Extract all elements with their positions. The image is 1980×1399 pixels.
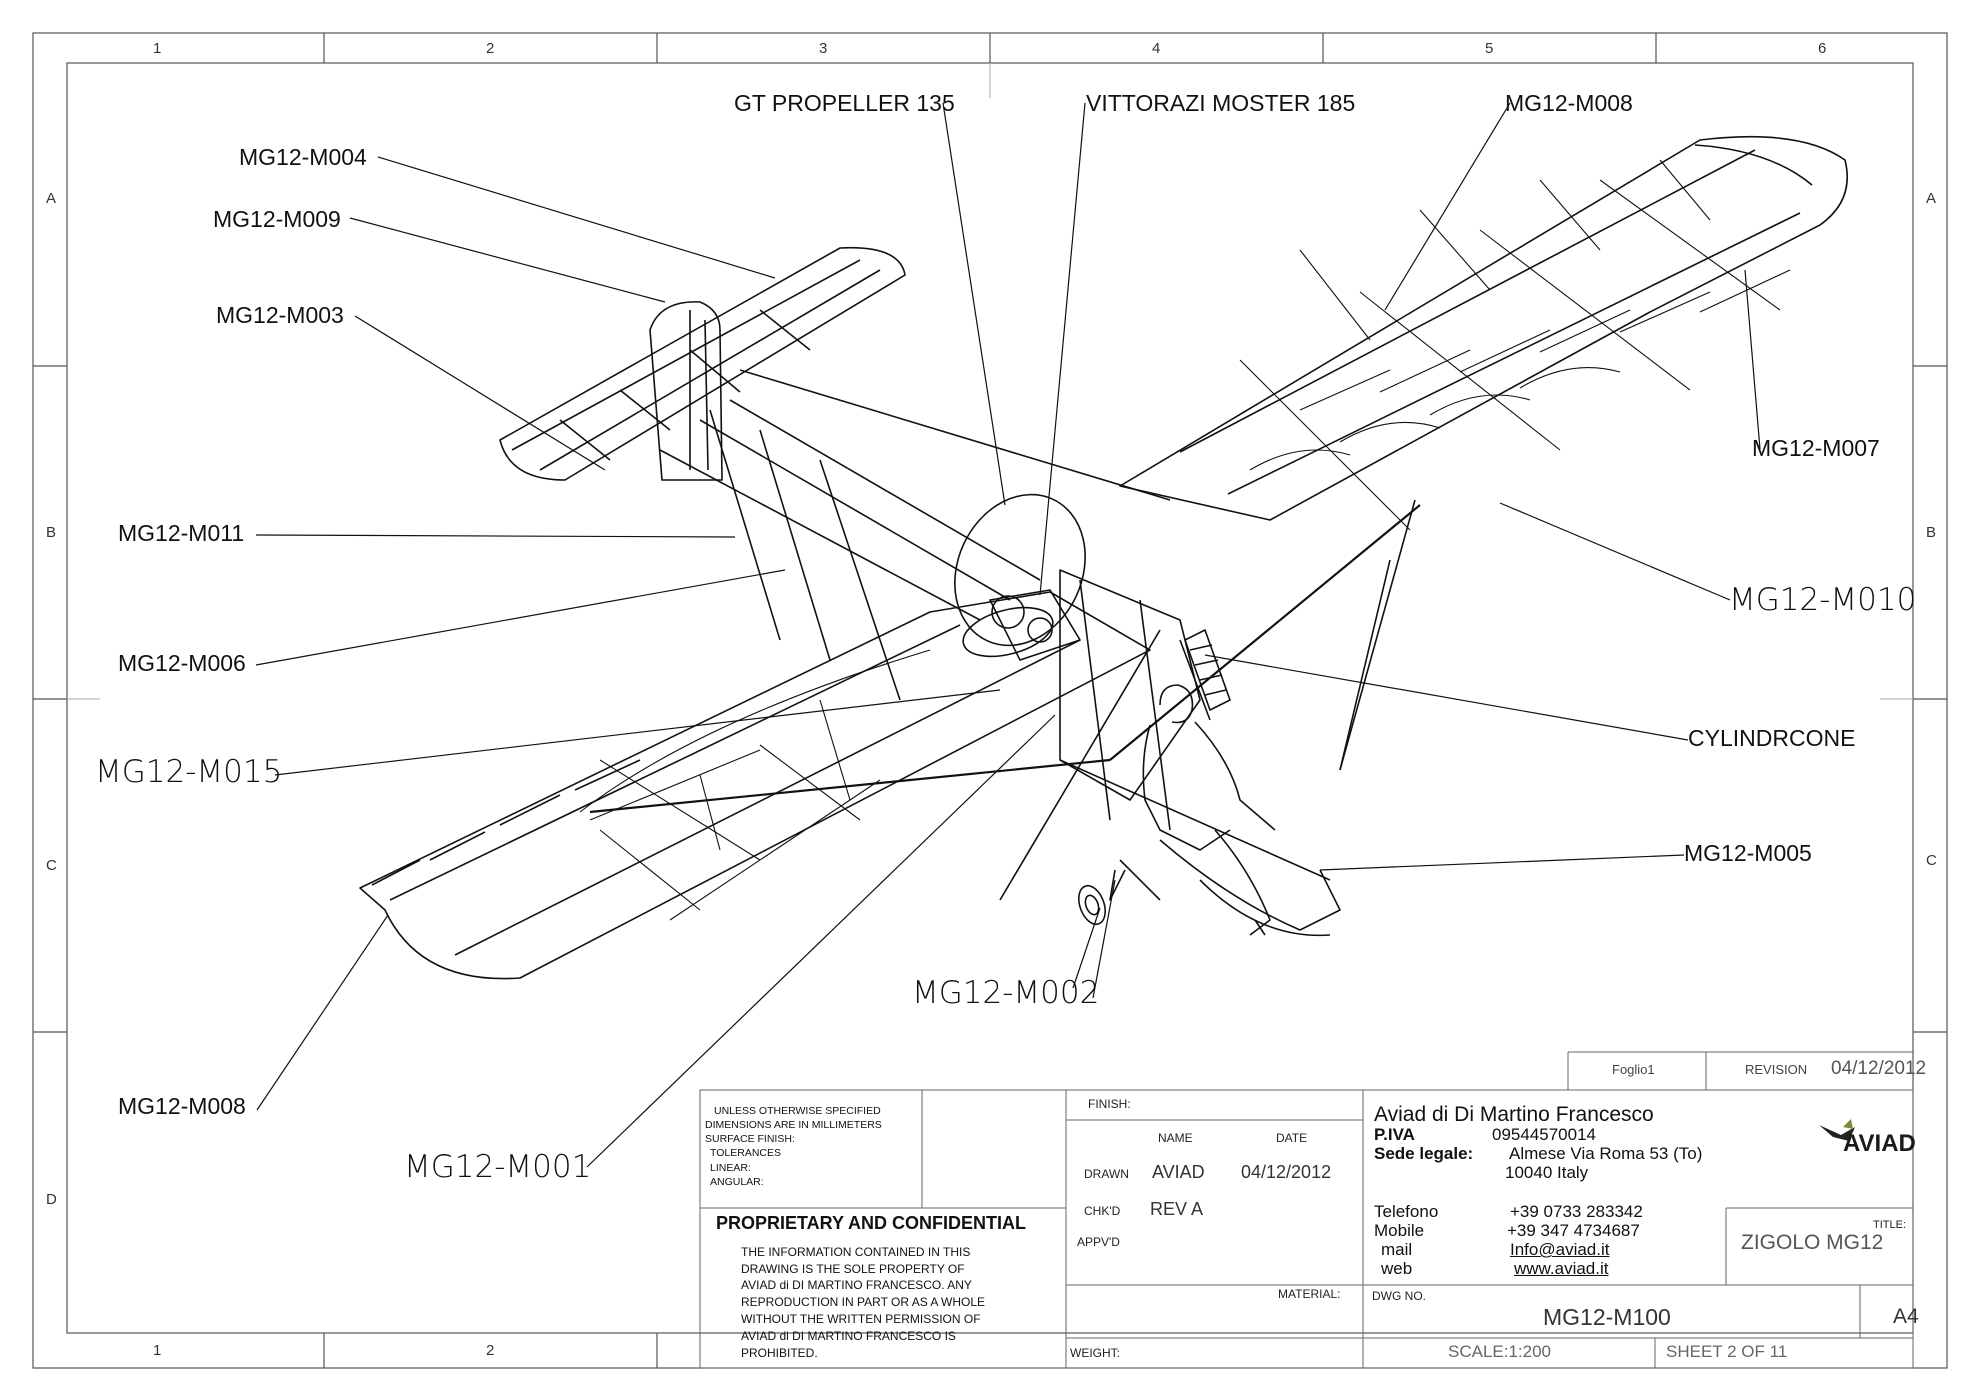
callout-vittorazi-moster: VITTORAZI MOSTER 185 <box>1086 90 1356 116</box>
sheet-name: Foglio1 <box>1612 1062 1655 1077</box>
proprietary-line-7: PROHIBITED. <box>741 1346 818 1360</box>
zone-label-bottom-2: 2 <box>486 1342 495 1359</box>
zone-label-top-3: 3 <box>819 40 828 57</box>
zone-label-bottom-1: 1 <box>153 1342 162 1359</box>
zone-label-right-a: A <box>1926 190 1937 207</box>
callout-mg12-m011: MG12-M011 <box>118 520 245 546</box>
aviad-logo: AVIAD <box>1815 1115 1930 1157</box>
date-column-label: DATE <box>1276 1131 1308 1145</box>
telefono-value: +39 0733 283342 <box>1510 1202 1643 1221</box>
callout-mg12-m010: MG12-M010 <box>1729 582 1917 618</box>
zone-label-right-c: C <box>1926 852 1937 869</box>
spec-note-2: DIMENSIONS ARE IN MILLIMETERS <box>705 1119 882 1131</box>
sede-label: Sede legale: <box>1374 1144 1474 1163</box>
proprietary-line-2: DRAWING IS THE SOLE PROPERTY OF <box>741 1262 965 1276</box>
proprietary-line-1: THE INFORMATION CONTAINED IN THIS <box>741 1245 971 1259</box>
revision-label: REVISION <box>1745 1062 1808 1077</box>
sede-line-1: Almese Via Roma 53 (To) <box>1509 1144 1703 1163</box>
callout-mg12-m009: MG12-M009 <box>213 206 341 232</box>
paper-size: A4 <box>1893 1305 1919 1328</box>
zone-label-top-2: 2 <box>486 40 495 57</box>
callout-mg12-m001: MG12-M001 <box>404 1149 592 1185</box>
spec-note-1: UNLESS OTHERWISE SPECIFIED <box>714 1105 881 1117</box>
proprietary-title: PROPRIETARY AND CONFIDENTIAL <box>716 1213 1027 1233</box>
spec-note-4: TOLERANCES <box>710 1147 781 1159</box>
scale: SCALE:1:200 <box>1448 1342 1552 1361</box>
spec-note-3: SURFACE FINISH: <box>705 1133 795 1145</box>
drawn-label: DRAWN <box>1084 1167 1129 1181</box>
finish-label: FINISH: <box>1088 1097 1131 1111</box>
proprietary-line-6: AVIAD di DI MARTINO FRANCESCO IS <box>741 1329 956 1343</box>
approved-label: APPV'D <box>1077 1235 1120 1249</box>
mail-link[interactable]: Info@aviad.it <box>1510 1240 1610 1259</box>
zone-label-left-c: C <box>46 857 57 874</box>
drawn-name: AVIAD <box>1152 1162 1205 1182</box>
drawn-date: 04/12/2012 <box>1241 1162 1332 1182</box>
dwg-no-label: DWG NO. <box>1372 1289 1426 1303</box>
zone-label-top-5: 5 <box>1485 40 1494 57</box>
mobile-value: +39 347 4734687 <box>1507 1221 1640 1240</box>
revision-date: 04/12/2012 <box>1831 1058 1927 1079</box>
zone-label-left-d: D <box>46 1191 57 1208</box>
dwg-no-value: MG12-M100 <box>1543 1304 1671 1330</box>
callout-mg12-m008-top: MG12-M008 <box>1505 90 1633 116</box>
zone-label-top-1: 1 <box>153 40 162 57</box>
piva-value: 09544570014 <box>1492 1125 1597 1144</box>
callout-mg12-m004: MG12-M004 <box>239 144 367 170</box>
callout-mg12-m008-bottom: MG12-M008 <box>118 1093 246 1119</box>
proprietary-line-3: AVIAD di DI MARTINO FRANCESCO. ANY <box>741 1278 972 1292</box>
title-block-frame <box>699 1051 1914 1369</box>
material-label: MATERIAL: <box>1278 1287 1341 1301</box>
zone-label-left-b: B <box>46 524 57 541</box>
drawing-title: ZIGOLO MG12 <box>1741 1231 1884 1254</box>
mail-label: mail <box>1381 1240 1413 1259</box>
leader-lines <box>255 102 1761 1168</box>
checked-name: REV A <box>1150 1199 1204 1219</box>
mobile-label: Mobile <box>1374 1221 1425 1240</box>
callout-mg12-m005: MG12-M005 <box>1684 840 1812 866</box>
company-name: Aviad di Di Martino Francesco <box>1374 1103 1654 1126</box>
proprietary-line-5: WITHOUT THE WRITTEN PERMISSION OF <box>741 1312 981 1326</box>
callout-mg12-m002: MG12-M002 <box>912 975 1100 1011</box>
callout-cylindrcone: CYLINDRCONE <box>1688 725 1856 751</box>
sheet-number: SHEET 2 OF 11 <box>1666 1342 1788 1361</box>
zone-label-top-6: 6 <box>1818 40 1827 57</box>
web-label: web <box>1381 1259 1413 1278</box>
spec-note-6: ANGULAR: <box>710 1176 764 1188</box>
piva-label: P.IVA <box>1374 1125 1415 1144</box>
callout-mg12-m007: MG12-M007 <box>1752 435 1880 461</box>
title-label: TITLE: <box>1873 1219 1907 1231</box>
sede-line-2: 10040 Italy <box>1505 1163 1589 1182</box>
callout-mg12-m003: MG12-M003 <box>216 302 344 328</box>
proprietary-line-4: REPRODUCTION IN PART OR AS A WHOLE <box>741 1295 986 1309</box>
weight-label: WEIGHT: <box>1070 1346 1120 1360</box>
aircraft-drawing <box>359 135 1849 980</box>
logo-text: AVIAD <box>1843 1130 1916 1157</box>
zone-label-top-4: 4 <box>1152 40 1161 57</box>
drawing-frame <box>32 32 1948 1369</box>
name-column-label: NAME <box>1158 1131 1193 1145</box>
zone-label-right-b: B <box>1926 524 1937 541</box>
web-link[interactable]: www.aviad.it <box>1514 1259 1609 1278</box>
checked-label: CHK'D <box>1084 1204 1121 1218</box>
zone-label-left-a: A <box>46 190 57 207</box>
callout-mg12-m006: MG12-M006 <box>118 650 246 676</box>
spec-note-5: LINEAR: <box>710 1162 751 1174</box>
callout-gt-propeller: GT PROPELLER 135 <box>734 90 955 116</box>
callout-mg12-m015: MG12-M015 <box>95 754 283 790</box>
telefono-label: Telefono <box>1374 1202 1439 1221</box>
